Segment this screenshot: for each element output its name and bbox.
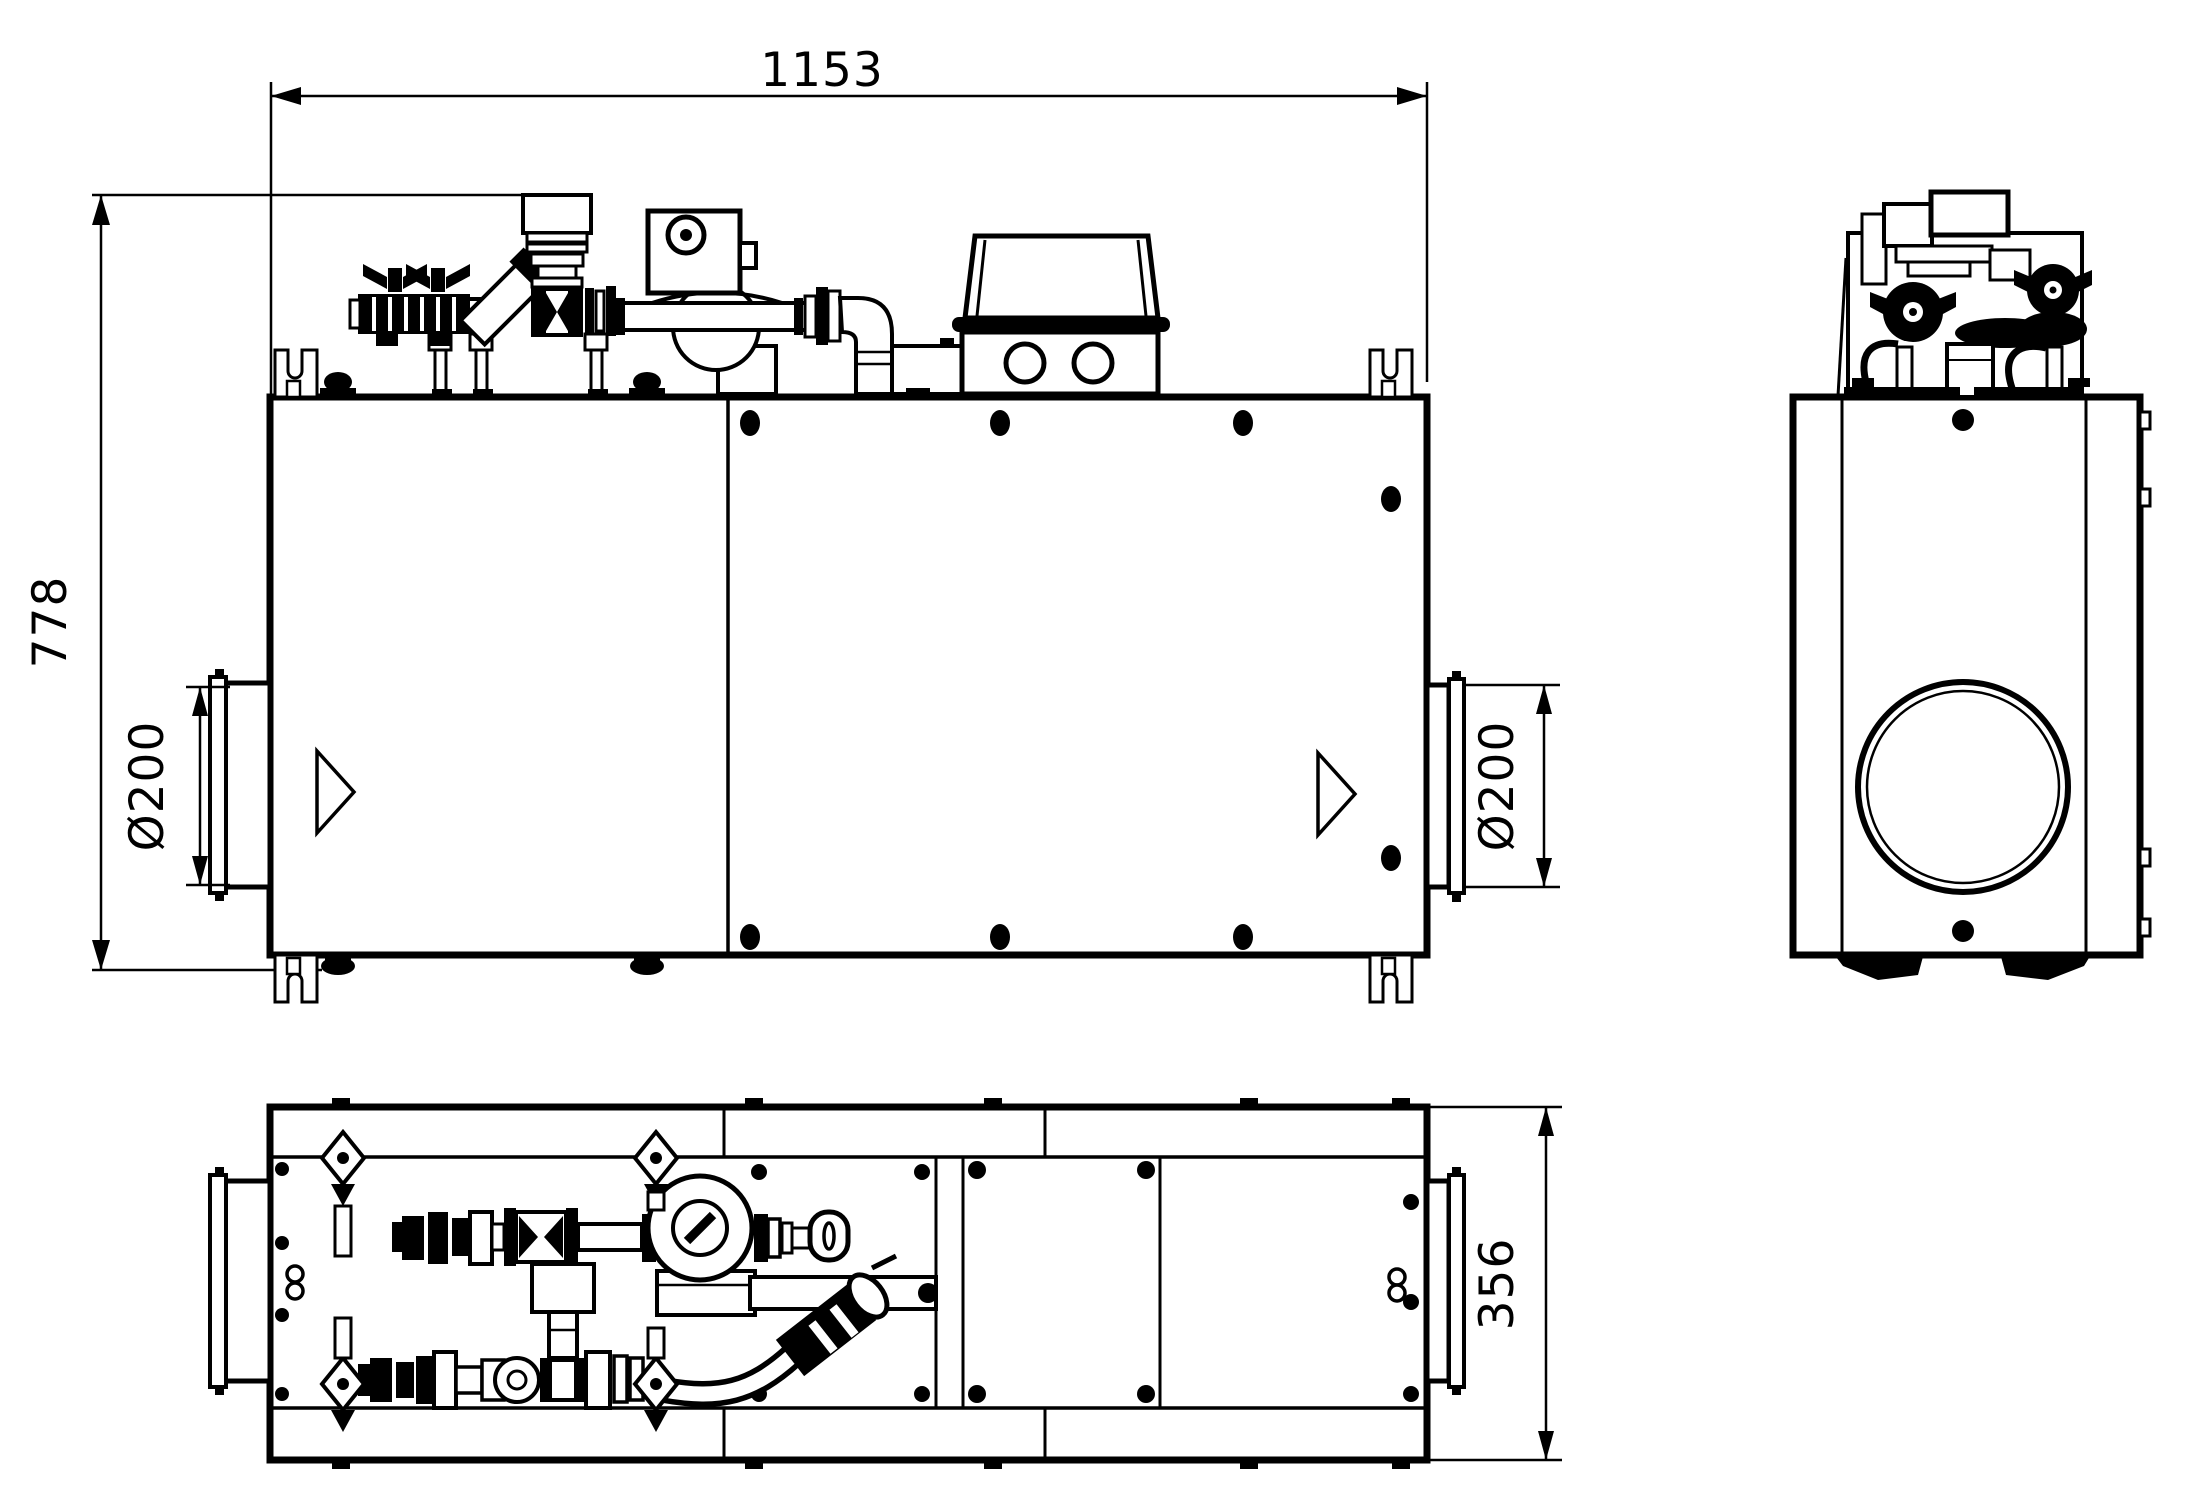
- arrowhead-left: [271, 87, 301, 105]
- circulation-pump: [612, 208, 818, 372]
- pipe-elbow: [816, 287, 894, 396]
- side-feet: [1833, 953, 2092, 980]
- pipe-risers: [427, 332, 609, 397]
- main-pipe: [612, 301, 818, 332]
- dim-depth: 356: [1430, 1105, 1562, 1462]
- plan-actuator: [530, 1262, 596, 1360]
- side-view: [1789, 189, 2152, 980]
- drain-hose: [661, 1253, 898, 1407]
- side-top-equipment: [1836, 189, 2092, 399]
- dim-duct-left-label: Ø200: [120, 721, 175, 852]
- cable-knockout: [1071, 341, 1115, 385]
- front-unit-cabinet: [266, 393, 1431, 959]
- plan-duct-left: [208, 1167, 273, 1395]
- front-feet: [321, 956, 664, 975]
- dim-overall-height: 778: [23, 193, 527, 972]
- airflow-arrow-right: [1316, 748, 1358, 840]
- front-top-equipment: [320, 193, 1170, 397]
- dim-height-label: 778: [23, 576, 78, 669]
- dim-duct-right-label: Ø200: [1470, 721, 1525, 852]
- airflow-arrow-left: [315, 746, 357, 838]
- plan-hydraulics: [319, 1128, 938, 1432]
- butterfly-valve-handles: [363, 264, 470, 292]
- panel-screws: [740, 410, 1401, 950]
- plan-edge-screws: [332, 1098, 1410, 1469]
- plan-service-valves: [319, 1128, 680, 1432]
- side-latch-tabs: [2138, 410, 2152, 938]
- valve-manifold: [348, 294, 470, 346]
- side-duct-opening: [1855, 679, 2071, 895]
- front-brackets: [273, 348, 1414, 1004]
- plan-panel-screws: [275, 1161, 1419, 1403]
- front-duct-left: Ø200: [120, 669, 273, 901]
- dim-overall-width: 1153: [269, 43, 1429, 397]
- dim-depth-label: 356: [1470, 1238, 1525, 1331]
- elbow-plinth: [886, 344, 964, 396]
- front-duct-right: Ø200: [1424, 671, 1560, 902]
- junction-box-lid: [962, 233, 1161, 321]
- dim-duct-right: Ø200: [1462, 683, 1560, 889]
- arrowhead-right: [1397, 87, 1427, 105]
- junction-box: [952, 233, 1170, 397]
- plan-view: 356: [208, 1098, 1562, 1469]
- dim-width-label: 1153: [760, 43, 884, 98]
- plan-duct-right: [1424, 1167, 1466, 1395]
- dim-duct-left: Ø200: [120, 685, 230, 887]
- cable-knockout: [1003, 341, 1047, 385]
- valve-actuator: [521, 193, 593, 289]
- vibration-mounts: [320, 372, 665, 397]
- front-view: 1153 778: [23, 43, 1560, 1004]
- plan-supply-line: [392, 1173, 851, 1283]
- handwheel-left: [1870, 282, 1956, 342]
- three-way-valve: [531, 286, 616, 337]
